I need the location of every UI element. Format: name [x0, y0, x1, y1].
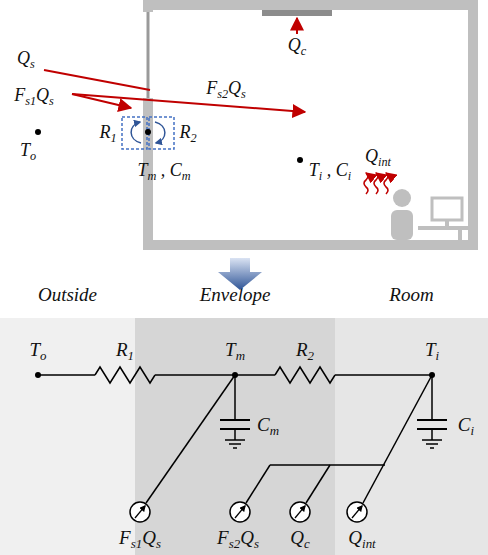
resistor-label: R2: [296, 340, 314, 363]
node-dot: [35, 129, 41, 135]
variable-label: Qint: [365, 147, 391, 169]
solar-rays: [44, 70, 305, 112]
convection-boxes: [122, 117, 174, 149]
current-sources: [130, 502, 367, 522]
occupant: [391, 189, 413, 240]
resistance-label: R1: [99, 123, 116, 145]
region-title: Envelope: [135, 284, 335, 306]
circuit-nodes: [35, 372, 435, 378]
region-title: Outside: [0, 284, 135, 306]
node-label: Ti: [425, 340, 439, 363]
region-title: Room: [335, 284, 488, 306]
source-label: Fs2Qs: [217, 528, 259, 551]
capacitor-label: Ci: [458, 415, 474, 438]
variable-label: Tm , Cm: [137, 161, 190, 183]
variable-label: Qs: [17, 49, 35, 71]
building-walls: [143, 0, 478, 250]
capacitor-label: Cm: [257, 415, 279, 438]
source-label: Qint: [348, 528, 375, 551]
variable-label: Qc: [288, 36, 306, 58]
variable-label: Fs1Qs: [14, 86, 54, 108]
region-band: Outside: [0, 318, 135, 555]
computer-desk: [418, 198, 470, 240]
transition-arrow: [218, 258, 262, 290]
ceiling-unit: [262, 10, 332, 16]
source-label: Qc: [290, 528, 309, 551]
node-label: To: [29, 340, 46, 363]
node-label: Tm: [225, 340, 245, 363]
node-dot: [145, 129, 151, 135]
node-dot: [297, 157, 303, 163]
variable-label: Fs2Qs: [206, 79, 246, 101]
window: [147, 12, 150, 98]
resistance-label: R2: [179, 123, 196, 145]
circuit-wires: [38, 367, 447, 503]
cooling-arrow: [296, 18, 298, 34]
variable-label: Ti , Ci: [309, 161, 351, 183]
resistor-label: R1: [116, 340, 134, 363]
source-label: Fs1Qs: [119, 528, 161, 551]
variable-label: To: [20, 141, 36, 163]
internal-heat: [364, 173, 388, 194]
